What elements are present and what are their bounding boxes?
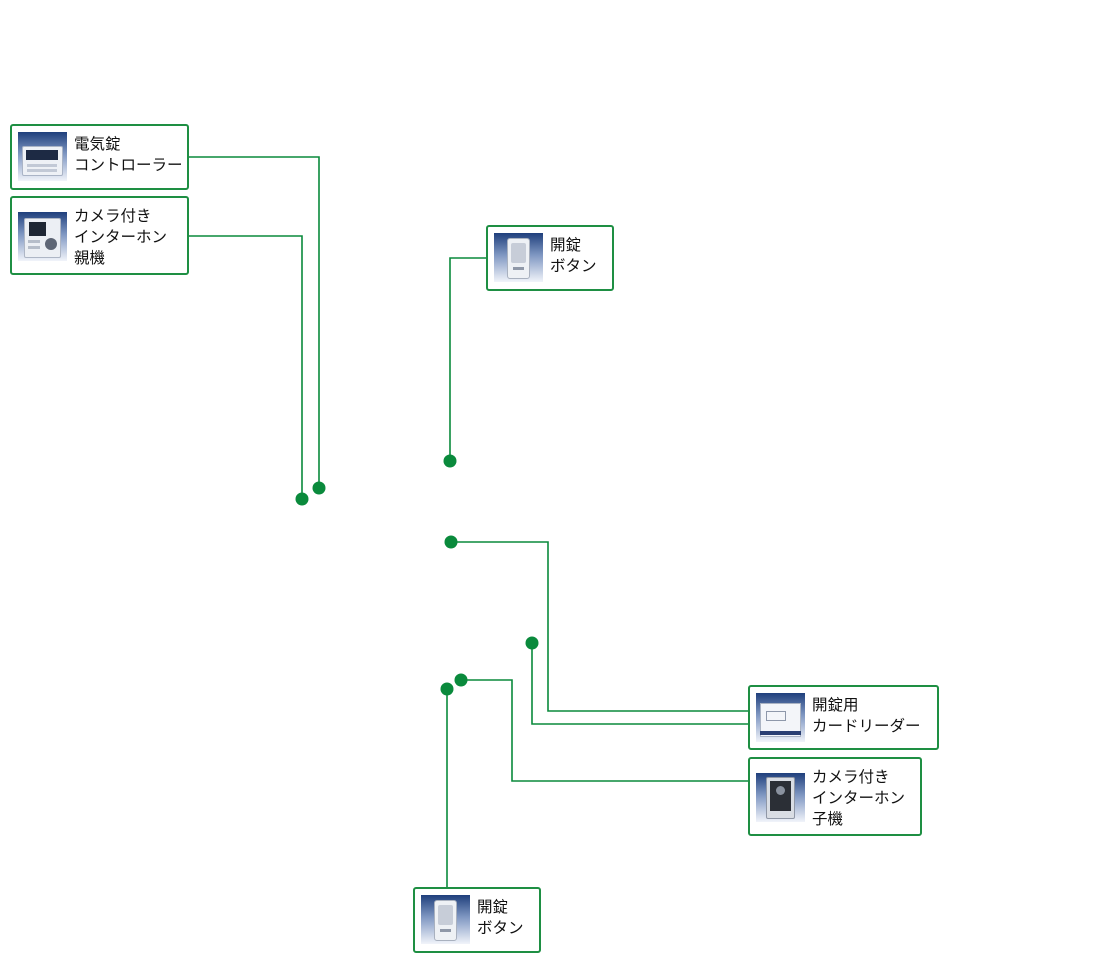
device-card-unlock-button-top[interactable]: 開錠 ボタン xyxy=(486,225,614,291)
wire-card-reader-a xyxy=(451,541,749,712)
terminal-unlock-button-top[interactable] xyxy=(443,454,457,468)
label-line: ボタン xyxy=(550,257,597,275)
unlock-button-icon xyxy=(494,233,543,282)
wire-unlock-button-top xyxy=(449,257,488,461)
label-line: 親機 xyxy=(74,249,106,267)
label-line: インターホン xyxy=(74,228,168,246)
wire-intercom-master xyxy=(188,235,303,499)
label-line: カメラ付き xyxy=(74,207,152,225)
device-card-lock-controller[interactable]: 電気錠 コントローラー xyxy=(10,124,189,190)
terminal-intercom-sub[interactable] xyxy=(454,673,468,687)
wire-card-reader-b xyxy=(531,643,749,725)
label-line: カードリーダー xyxy=(812,717,921,735)
label-line: 開錠 xyxy=(550,236,582,254)
device-label-unlock-button-top: 開錠 ボタン xyxy=(550,235,597,277)
terminal-card-reader-a[interactable] xyxy=(444,535,458,549)
terminal-unlock-button-bottom[interactable] xyxy=(440,682,454,696)
device-card-unlock-button-bottom[interactable]: 開錠 ボタン xyxy=(413,887,541,953)
terminal-intercom-master[interactable] xyxy=(295,492,309,506)
intercom-sub-icon xyxy=(756,773,805,822)
label-line: カメラ付き xyxy=(812,768,890,786)
label-line: 子機 xyxy=(812,810,844,828)
terminal-lock-controller[interactable] xyxy=(312,481,326,495)
card-reader-icon xyxy=(756,693,805,742)
lock-controller-icon xyxy=(18,132,67,181)
label-line: ボタン xyxy=(477,919,524,937)
device-label-lock-controller: 電気錠 コントローラー xyxy=(74,134,183,176)
label-line: インターホン xyxy=(812,789,906,807)
label-line: 開錠 xyxy=(477,898,509,916)
label-line: 開錠用 xyxy=(812,696,859,714)
label-line: コントローラー xyxy=(74,156,183,174)
unlock-button-icon xyxy=(421,895,470,944)
wire-lock-controller xyxy=(188,156,320,488)
device-label-card-reader: 開錠用 カードリーダー xyxy=(812,695,921,737)
device-label-intercom-sub: カメラ付き インターホン 子機 xyxy=(812,767,905,830)
device-card-card-reader[interactable]: 開錠用 カードリーダー xyxy=(748,685,939,750)
device-label-unlock-button-bottom: 開錠 ボタン xyxy=(477,897,524,939)
device-label-intercom-master: カメラ付き インターホン 親機 xyxy=(74,206,167,269)
device-card-intercom-master[interactable]: カメラ付き インターホン 親機 xyxy=(10,196,189,275)
label-line: 電気錠 xyxy=(74,135,121,153)
intercom-master-icon xyxy=(18,212,67,261)
device-card-intercom-sub[interactable]: カメラ付き インターホン 子機 xyxy=(748,757,922,836)
terminal-card-reader-b[interactable] xyxy=(525,636,539,650)
wire-intercom-sub xyxy=(461,679,749,782)
